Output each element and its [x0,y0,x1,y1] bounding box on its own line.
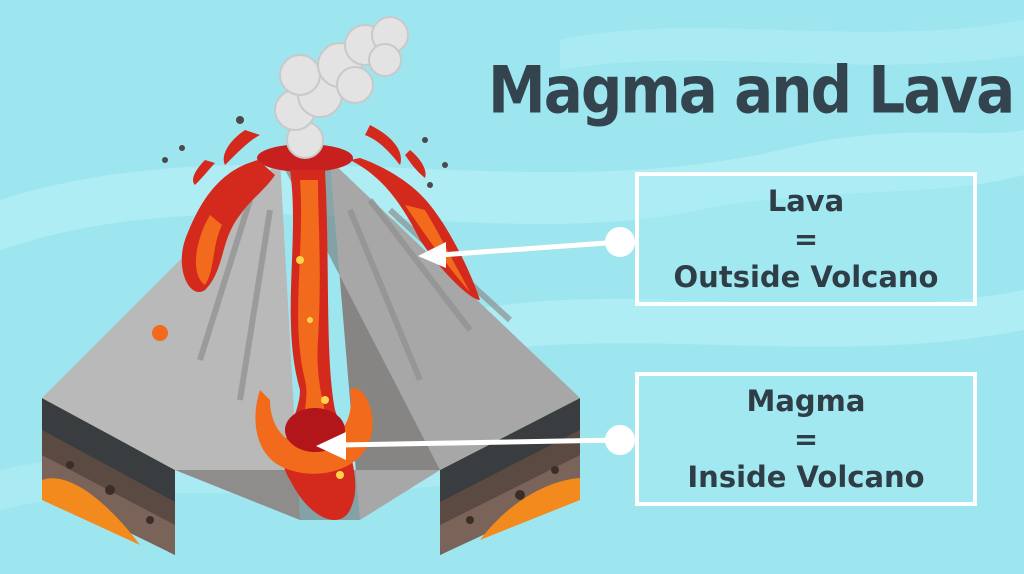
bg-swoosh [0,130,1024,250]
lava-splash [193,125,426,185]
bg-swoosh [430,290,1024,360]
bg-swoosh [560,20,1024,70]
magma-label-term: Magma [746,384,866,418]
lava-pointer [418,227,635,268]
lava-label-definition: Outside Volcano [673,260,939,294]
lava-label-equals: = [793,222,819,256]
mountain-streaks [197,198,513,401]
smoke-plume [274,16,409,159]
lava-outside [181,158,480,300]
cross-section [175,160,440,520]
lava-label-term: Lava [767,184,845,218]
magma-label-equals: = [793,422,819,456]
lava-label-box: Lava = Outside Volcano [635,172,977,306]
magma-pointer [316,425,635,460]
ground-left [42,398,175,555]
magma-label-definition: Inside Volcano [687,460,925,494]
ground-right [440,398,580,555]
ash-particles [162,116,448,188]
page-title: Magma and Lava [488,51,1015,129]
magma-label-box: Magma = Inside Volcano [635,372,977,506]
